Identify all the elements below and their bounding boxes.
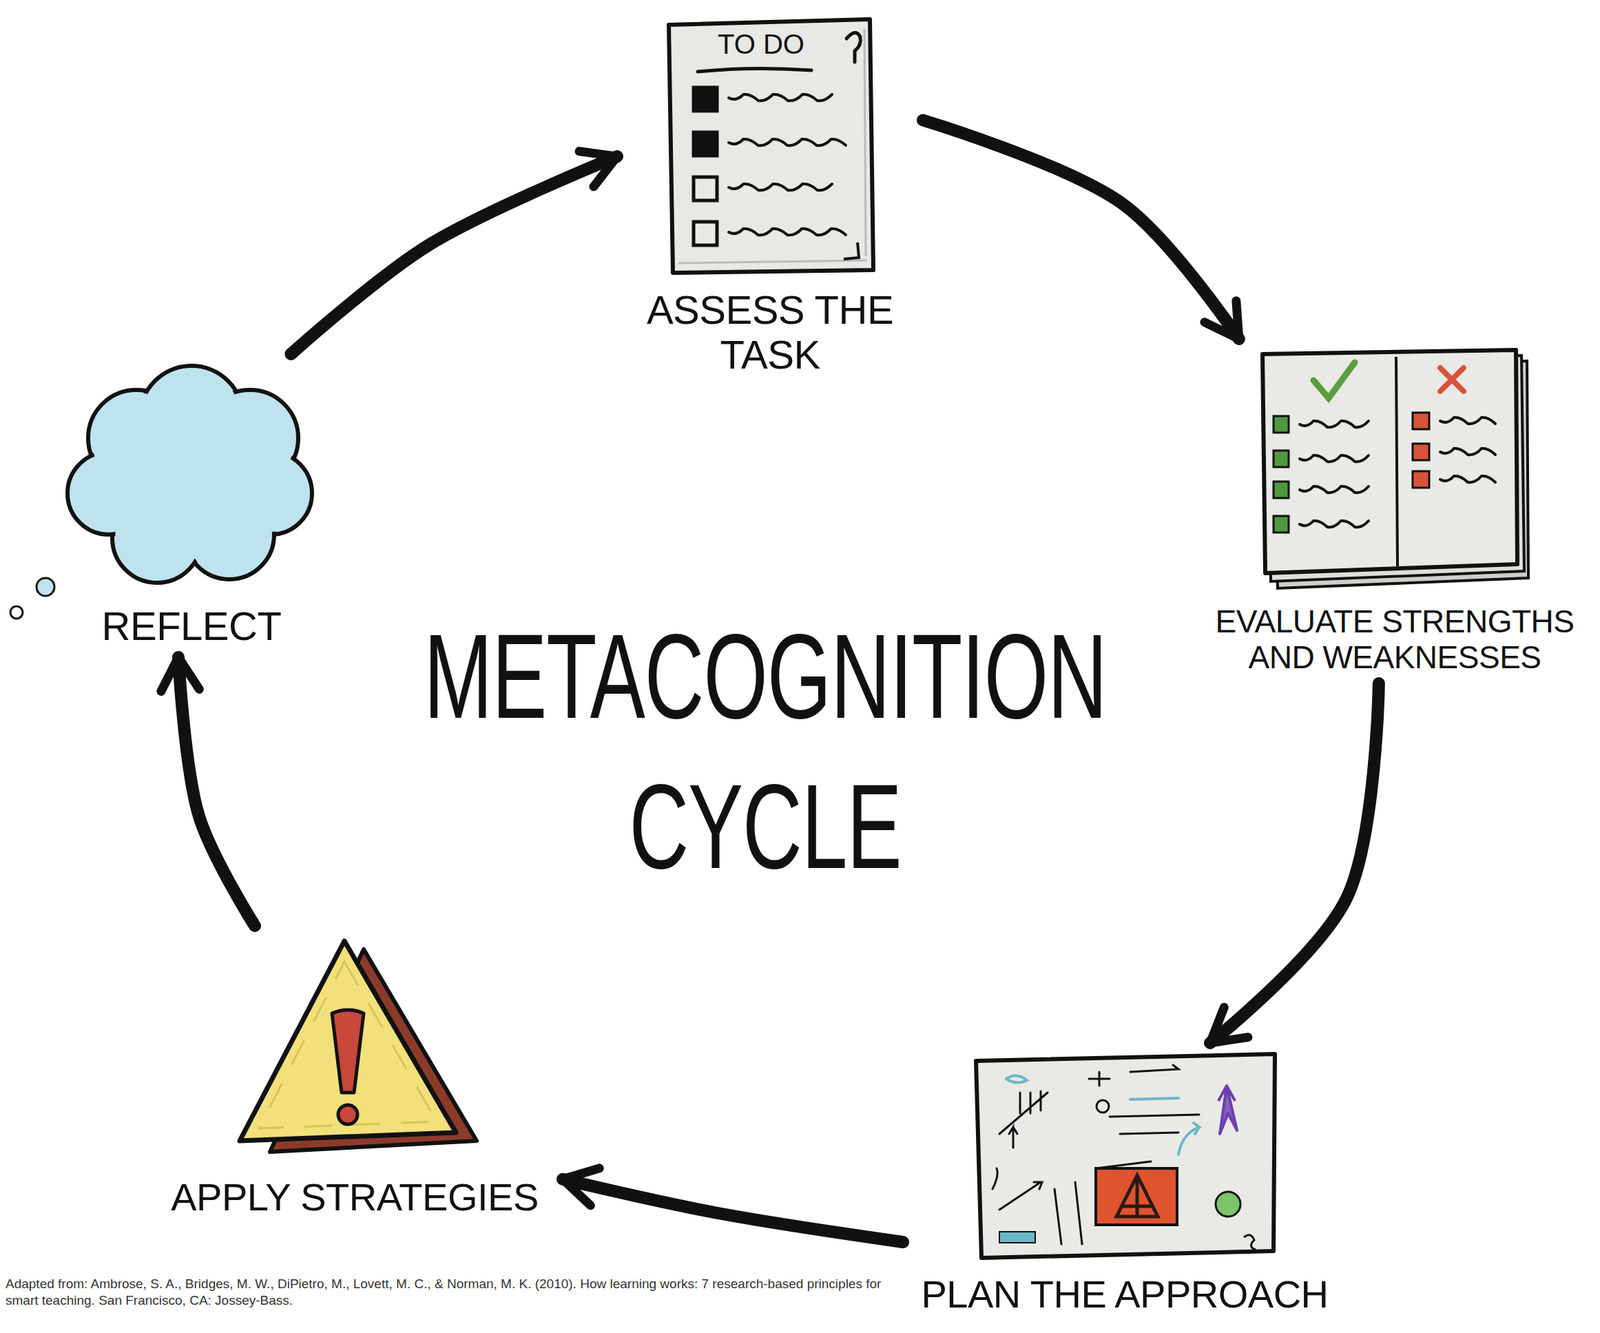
scribble-line <box>1299 486 1369 493</box>
checkbox <box>693 87 718 111</box>
sketch-circle <box>1096 1099 1109 1113</box>
stage-icon <box>60 362 323 592</box>
scribble-line <box>728 228 846 235</box>
cycle-arrow <box>178 657 255 926</box>
stage-label: EVALUATE STRENGTHS AND WEAKNESSES <box>1195 604 1595 675</box>
stage-icon <box>227 933 483 1164</box>
weakness-box <box>1412 471 1430 488</box>
evaluation-sheet <box>1262 349 1518 574</box>
exclamation-dot <box>338 1104 358 1125</box>
cycle-arrow <box>290 156 618 355</box>
corner-mark <box>843 242 859 259</box>
cycle-arrow <box>562 1179 903 1242</box>
cycle-arrow <box>922 120 1240 339</box>
red-cross <box>1440 367 1464 392</box>
scribble-line <box>728 183 833 191</box>
scribble-line <box>728 94 833 101</box>
stage-node: EVALUATE STRENGTHS AND WEAKNESSES <box>1195 347 1595 675</box>
teal-marks <box>1006 1075 1200 1155</box>
stage-label: ASSESS THE TASK <box>625 287 915 378</box>
source-caption: Adapted from: Ambrose, S. A., Bridges, M… <box>5 1275 895 1309</box>
title-underline <box>697 68 812 72</box>
target-mark <box>1116 1175 1158 1217</box>
scribble-line <box>1440 475 1496 483</box>
stage-icon <box>1259 347 1531 592</box>
checkbox <box>693 177 718 201</box>
diagram-title: METACOGNITION CYCLE <box>351 601 1179 901</box>
warning-sign <box>239 940 456 1141</box>
question-mark <box>846 32 861 62</box>
strength-box <box>1273 450 1289 467</box>
thought-bubble <box>36 577 55 596</box>
weakness-box <box>1412 443 1430 461</box>
stage-node: ASSESS THE TASK <box>625 15 915 378</box>
paper-edge <box>678 28 868 264</box>
purple-arrow <box>1218 1085 1238 1134</box>
cloud-fill <box>125 420 258 553</box>
column-divider <box>1396 356 1398 567</box>
sheet-heading: TO DO <box>695 30 827 58</box>
stage-label: REFLECT <box>81 604 302 649</box>
scribble-line <box>1299 455 1369 462</box>
scribble-line <box>728 139 846 146</box>
weakness-box <box>1412 412 1430 430</box>
sketch-lines <box>992 1064 1200 1244</box>
sign-rim <box>258 961 437 1129</box>
stage-icon <box>971 1051 1279 1261</box>
exclamation-bar <box>331 1009 364 1093</box>
target-block <box>1095 1168 1178 1225</box>
checkbox <box>693 132 718 156</box>
green-dot <box>1215 1191 1241 1217</box>
checkbox <box>693 221 718 246</box>
strength-box <box>1273 481 1289 498</box>
strength-box <box>1273 416 1289 433</box>
strength-box <box>1273 515 1289 533</box>
scribble-line <box>1440 417 1496 424</box>
stage-label: APPLY STRATEGIES <box>154 1175 555 1220</box>
cycle-arrow <box>1210 683 1379 1043</box>
stage-node: APPLY STRATEGIES <box>154 933 555 1220</box>
scribble-line <box>1299 520 1369 527</box>
thought-bubble <box>10 606 23 619</box>
todo-paper <box>668 19 874 273</box>
scribble-line <box>1440 448 1496 455</box>
scribble-line <box>1299 420 1369 428</box>
plan-sheet <box>975 1053 1275 1258</box>
stage-node: PLAN THE APPROACH <box>911 1051 1339 1317</box>
teal-block <box>999 1231 1036 1243</box>
stage-node: REFLECT <box>60 362 323 649</box>
green-check <box>1313 362 1355 399</box>
corner-scribble <box>1243 1234 1256 1250</box>
stage-label: PLAN THE APPROACH <box>911 1272 1339 1317</box>
